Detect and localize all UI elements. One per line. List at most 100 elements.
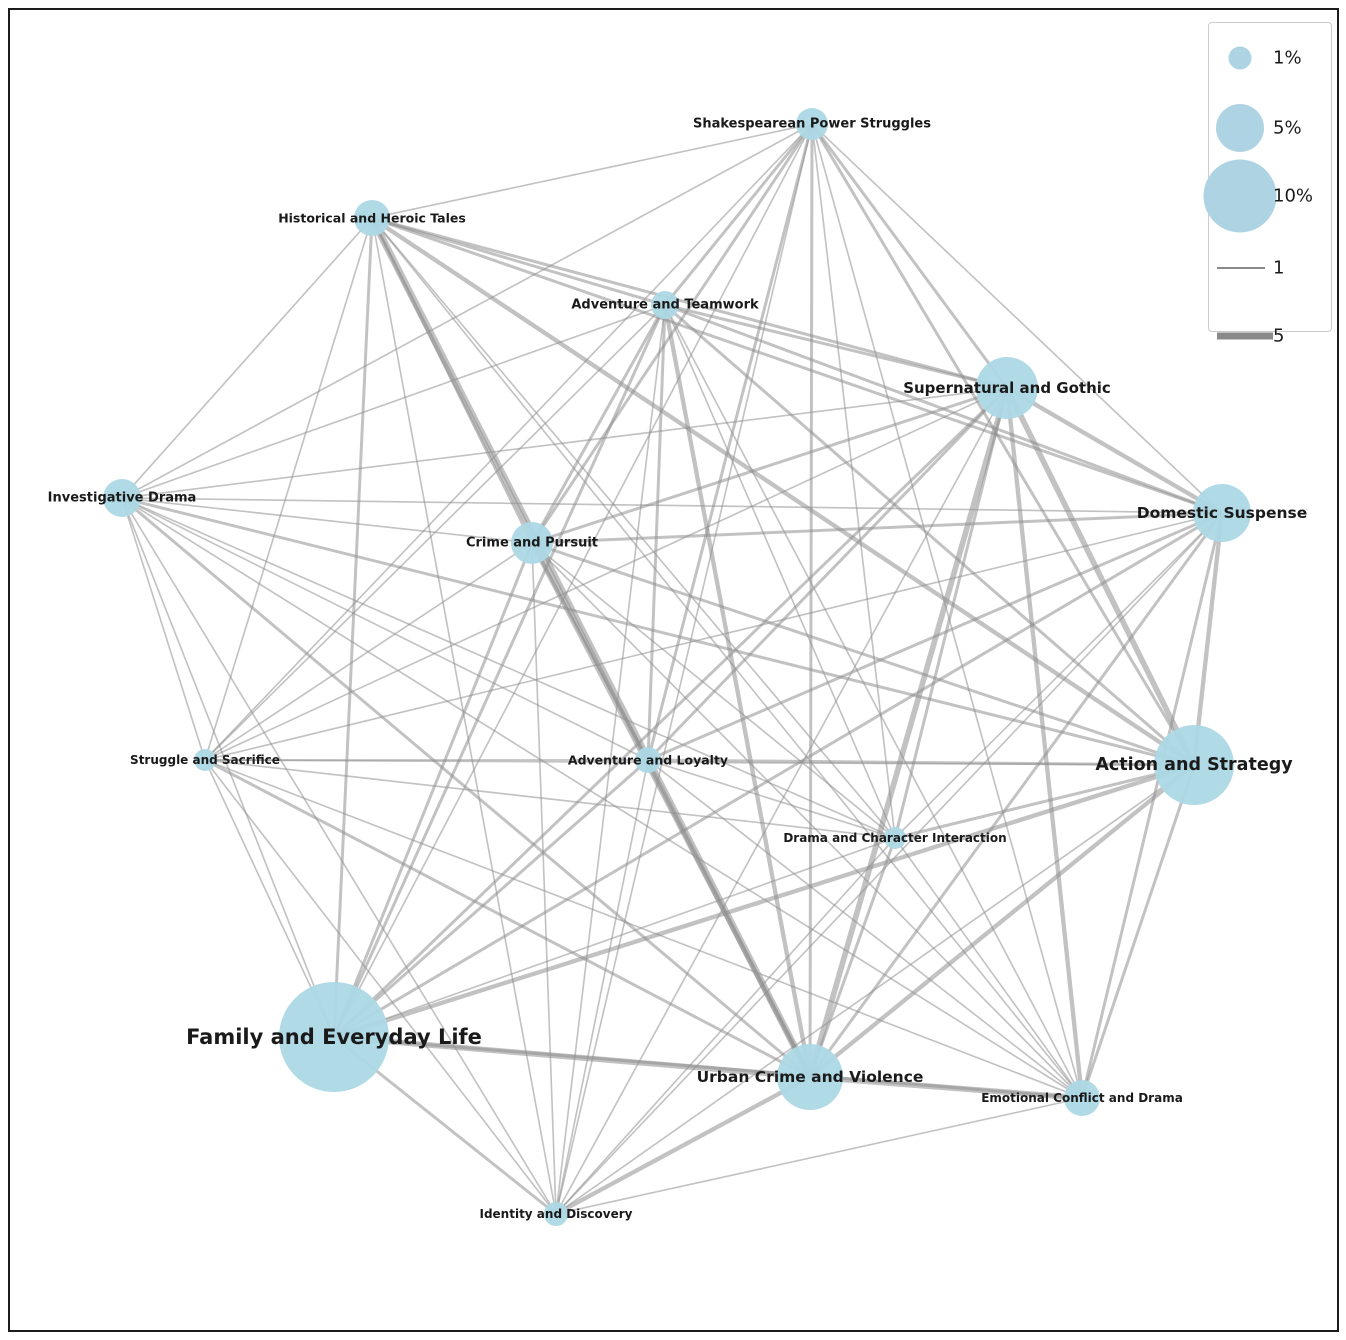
node-label: Drama and Character Interaction	[783, 831, 1006, 845]
edge-line	[808, 123, 814, 1078]
legend: 1% 5% 10% 1 5	[1203, 22, 1332, 347]
legend-label-1pct: 1%	[1273, 47, 1302, 69]
node-label: Struggle and Sacrifice	[130, 753, 280, 767]
edge-line	[121, 497, 533, 544]
edge-line	[121, 497, 557, 1215]
edge-line	[371, 216, 1008, 390]
edge-line	[531, 541, 1195, 767]
node-label: Crime and Pursuit	[466, 536, 598, 551]
edge-line	[370, 216, 1196, 767]
edge-line	[333, 758, 649, 1039]
edge-line	[808, 763, 1196, 1079]
edge-line	[555, 123, 813, 1215]
edge-line	[811, 123, 1223, 514]
edge-line	[810, 123, 1196, 766]
edge-line	[121, 497, 649, 761]
edge-line	[333, 1034, 811, 1080]
edge-line	[664, 304, 896, 839]
edge-line	[1005, 386, 1224, 515]
edge-line	[332, 217, 374, 1038]
legend-circle-10pct-icon	[1203, 159, 1277, 233]
edge-line	[204, 759, 557, 1215]
edge-line	[664, 303, 1008, 390]
edge-line	[647, 758, 1195, 767]
edge-line	[371, 123, 813, 219]
edge-line	[1004, 387, 1085, 1099]
legend-label-5pct: 5%	[1273, 117, 1302, 139]
edge-line	[647, 759, 896, 839]
node-circle	[796, 108, 828, 140]
node-circle	[103, 479, 141, 517]
edge-line	[204, 758, 811, 1079]
edge-line	[332, 542, 534, 1038]
edge-line	[664, 304, 1083, 1099]
edge-line	[663, 123, 814, 306]
edge-line	[121, 496, 811, 1079]
edge-line	[662, 304, 813, 1078]
node-circle	[777, 1044, 843, 1110]
edge-line	[531, 511, 1223, 545]
edge-line	[333, 123, 813, 1038]
node-label: Identity and Discovery	[479, 1207, 632, 1221]
node-circle	[651, 291, 679, 319]
edge-line	[333, 511, 1223, 1039]
edge-line	[332, 304, 667, 1038]
edge-line	[1004, 386, 1197, 767]
edge-line	[807, 387, 1010, 1078]
edge-line	[204, 512, 1223, 761]
edge-line	[333, 837, 896, 1038]
node-label: Emotional Conflict and Drama	[981, 1091, 1183, 1105]
edge-line	[555, 759, 649, 1215]
edge-line	[555, 837, 896, 1215]
edge-line	[811, 123, 896, 839]
edge-line	[204, 387, 1008, 761]
edge-line	[894, 763, 1195, 840]
edge-line	[121, 496, 1195, 767]
edge-line	[809, 1074, 1083, 1101]
edge-line	[121, 123, 813, 499]
legend-label-width-5: 5	[1273, 325, 1285, 347]
edge-line	[554, 1075, 812, 1216]
node-circle	[1193, 484, 1251, 542]
node-label: Adventure and Teamwork	[571, 298, 759, 313]
legend-label-10pct: 10%	[1273, 185, 1314, 207]
edge-line	[204, 542, 533, 761]
node-label: Urban Crime and Violence	[697, 1068, 924, 1086]
edge-line	[530, 304, 667, 544]
node-label: Supernatural and Gothic	[903, 379, 1111, 397]
node-label: Action and Strategy	[1095, 755, 1293, 775]
node-label: Family and Everyday Life	[186, 1025, 482, 1049]
node-circle	[194, 749, 216, 771]
edge-line	[664, 303, 1195, 767]
edge-line	[121, 387, 1008, 499]
legend-circle-5pct-icon	[1216, 104, 1264, 152]
node-label: Shakespearean Power Struggles	[693, 117, 931, 132]
edge-line	[121, 217, 373, 499]
node-circle	[279, 982, 389, 1092]
node-circle	[1154, 725, 1234, 805]
legend-line-thick-icon	[1217, 332, 1273, 340]
edge-line	[333, 762, 1195, 1040]
node-label: Investigative Drama	[48, 491, 197, 506]
edge-line	[646, 386, 1009, 762]
edge-line	[1080, 764, 1196, 1099]
edge-line	[810, 123, 1009, 389]
node-circle	[354, 200, 390, 236]
node-label: Adventure and Loyalty	[568, 753, 728, 768]
edge-line	[332, 386, 1009, 1039]
edge-line	[368, 216, 814, 1079]
node-circle	[976, 357, 1038, 419]
edge-line	[1191, 512, 1225, 766]
legend-line-thin-icon	[1217, 267, 1265, 269]
edge-line	[121, 497, 335, 1038]
edge-line	[204, 759, 1083, 1099]
edge-line	[646, 123, 814, 761]
edge-line	[121, 497, 1223, 514]
edge-line	[646, 304, 667, 761]
edge-line	[531, 542, 1083, 1099]
node-label: Domestic Suspense	[1137, 504, 1308, 522]
edge-line	[531, 386, 1008, 545]
node-circle	[544, 1202, 568, 1226]
